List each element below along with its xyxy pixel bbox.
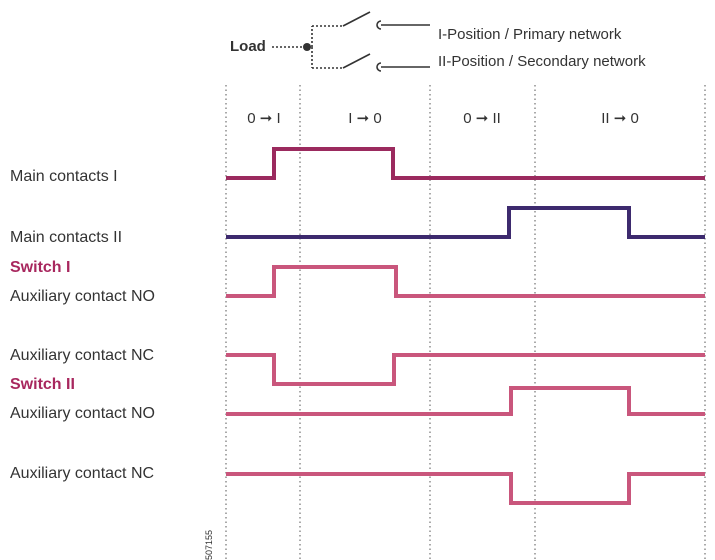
switch-2-heading: Switch II [10,376,75,393]
row-label-switch1-aux-no: Auxiliary contact NO [10,288,155,305]
phase-label-2-to-0: II ➞ 0 [601,110,639,127]
trace-switch2-aux-no [226,386,705,416]
row-label-switch2-aux-nc: Auxiliary contact NC [10,465,155,482]
switch-1-heading: Switch I [10,259,71,276]
trace-switch1-aux-nc [226,353,705,386]
trace-main-contacts-1 [226,147,705,180]
switch-contact-1 [376,20,382,30]
phase-label-0-to-1: 0 ➞ I [247,110,281,127]
load-node [303,43,311,51]
trace-main-contacts-2 [226,206,705,239]
phase-grid [225,85,706,560]
legend-secondary: II-Position / Secondary network [438,53,646,70]
trace-switch1-aux-no [226,265,705,298]
legend-primary: I-Position / Primary network [438,26,622,43]
row-label-switch2-aux-no: Auxiliary contact NO [10,405,155,422]
switch-contact-2 [376,62,382,72]
row-label-main-contacts-2: Main contacts II [10,229,123,246]
load-label: Load [230,38,266,55]
row-label-main-contacts-1: Main contacts I [10,168,118,185]
switch-blade-1 [342,11,371,27]
row-label-switch1-aux-nc: Auxiliary contact NC [10,347,155,364]
trace-switch2-aux-nc [226,472,705,505]
load-switch-symbol [272,11,430,72]
switch-blade-2 [342,53,371,69]
phase-label-1-to-0: I ➞ 0 [348,110,382,127]
phase-label-0-to-2: 0 ➞ II [463,110,501,127]
